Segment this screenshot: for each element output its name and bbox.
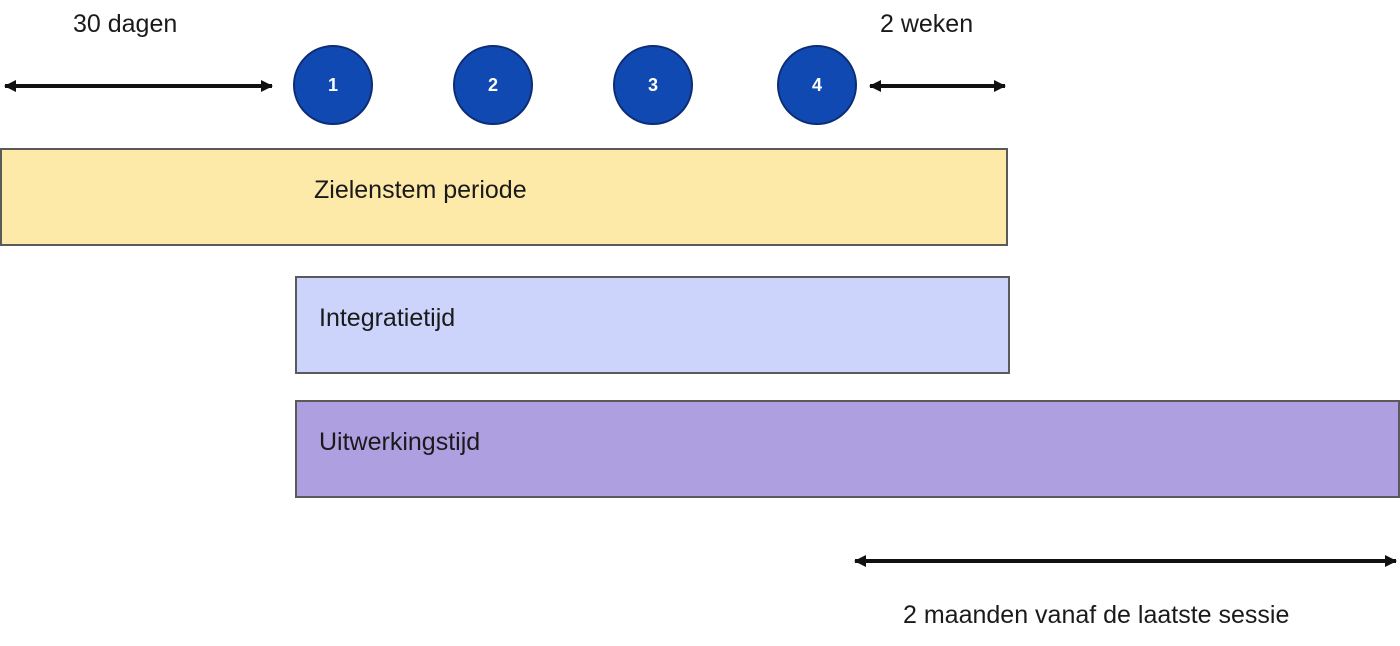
bar-zielenstem-periode: Zielenstem periode [0,148,1008,246]
label-2-maanden: 2 maanden vanaf de laatste sessie [903,601,1290,629]
session-circle-4: 4 [777,45,857,125]
bar-label-uitwerking: Uitwerkingstijd [319,428,481,456]
session-circle-1: 1 [293,45,373,125]
bar-integratietijd: Integratietijd [295,276,1010,374]
bar-uitwerkingstijd: Uitwerkingstijd [295,400,1400,498]
session-circle-2: 2 [453,45,533,125]
bar-label-integratie: Integratietijd [319,304,456,332]
label-30-dagen: 30 dagen [73,10,178,38]
bar-label-zielenstem: Zielenstem periode [314,176,527,204]
label-2-weken: 2 weken [880,10,974,38]
session-circle-3: 3 [613,45,693,125]
